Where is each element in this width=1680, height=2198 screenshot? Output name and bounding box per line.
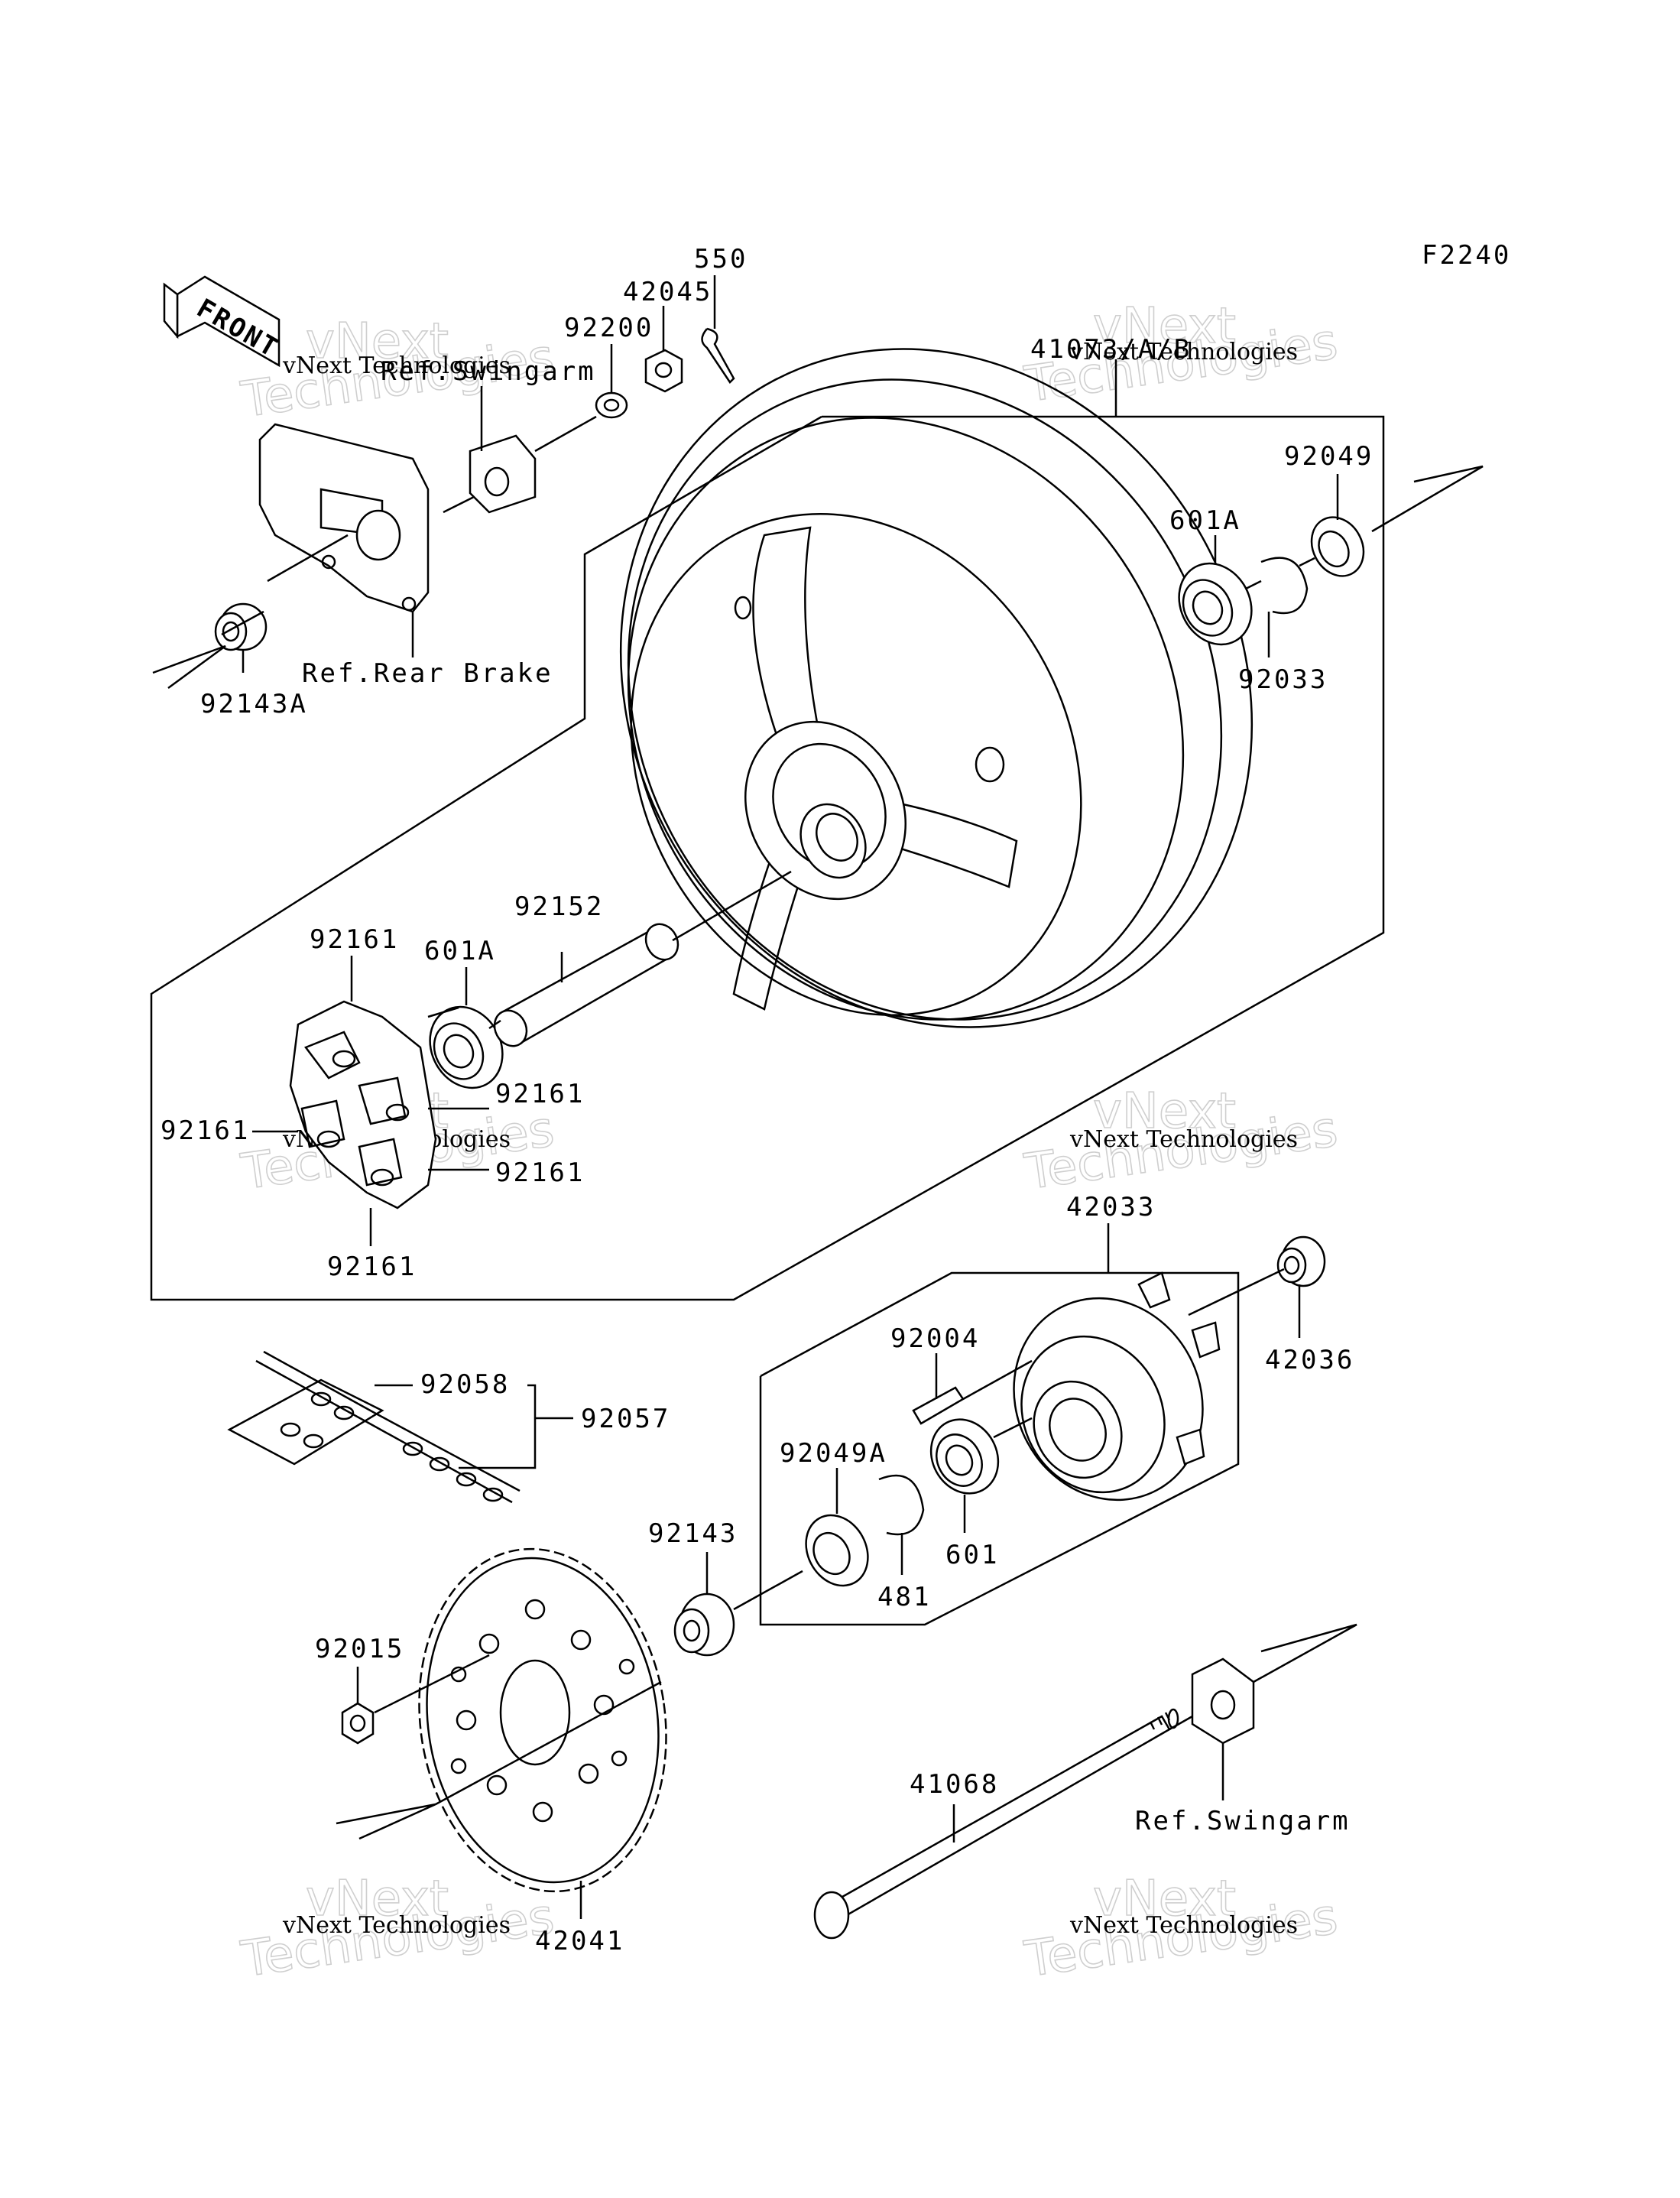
collar-92143 xyxy=(673,1592,735,1657)
label-601A-left: 601A xyxy=(424,936,496,966)
caliper-bracket xyxy=(258,423,430,613)
bearing-601 xyxy=(929,1418,1000,1495)
nut-42045 xyxy=(644,349,683,393)
svg-text:vNext: vNext xyxy=(1093,1871,1236,1927)
axle-41068 xyxy=(813,1708,1179,1940)
label-42033: 42033 xyxy=(1066,1192,1156,1222)
leader-lines xyxy=(152,275,1484,1919)
label-92033: 92033 xyxy=(1238,664,1328,695)
label-92161-left: 92161 xyxy=(161,1115,250,1146)
label-42036: 42036 xyxy=(1265,1345,1354,1375)
label-41068: 41068 xyxy=(910,1769,999,1800)
svg-text:vNext Technologies: vNext Technologies xyxy=(282,1912,511,1939)
collar-92143A xyxy=(214,602,268,651)
label-601A-right: 601A xyxy=(1169,505,1241,536)
svg-text:vNext: vNext xyxy=(1093,1083,1236,1140)
label-ref-swingarm-bottom: Ref.Swingarm xyxy=(1135,1806,1351,1836)
label-92057: 92057 xyxy=(581,1404,670,1434)
stud-92004 xyxy=(912,1386,965,1425)
label-92161-right2: 92161 xyxy=(495,1157,585,1188)
bushing-42036 xyxy=(1276,1235,1326,1287)
swingarm-block-bottom xyxy=(1191,1657,1255,1745)
watermark-mid-right: vNext Technologies vNext Technologies xyxy=(1020,1083,1341,1202)
part-labels: 550 42045 92200 Ref.Swingarm 41073/A/B 9… xyxy=(161,244,1374,1956)
label-ref-rear-brake: Ref.Rear Brake xyxy=(302,658,553,689)
label-ref-swingarm-top: Ref.Swingarm xyxy=(381,356,596,387)
circlip-481 xyxy=(878,1474,925,1536)
label-92015: 92015 xyxy=(315,1634,404,1664)
drive-chain-92057 xyxy=(227,1350,521,1504)
sprocket-coupling-42033 xyxy=(1013,1271,1221,1502)
swingarm-block-top xyxy=(469,434,537,514)
watermark-bottom-right: vNext Technologies vNext Technologies xyxy=(1020,1870,1341,1989)
svg-text:vNext Technologies: vNext Technologies xyxy=(1069,339,1298,365)
svg-text:vNext: vNext xyxy=(306,313,449,370)
watermark-bottom-left: vNext Technologies vNext Technologies xyxy=(237,1870,558,1989)
rear-sprocket-42041 xyxy=(418,1547,667,1893)
label-92200: 92200 xyxy=(564,313,654,343)
rear-wheel xyxy=(619,348,1254,1028)
svg-text:vNext: vNext xyxy=(1093,298,1236,355)
cotter-pin-550 xyxy=(701,327,735,384)
nut-92015 xyxy=(341,1702,375,1745)
label-42045: 42045 xyxy=(623,277,712,307)
label-42041: 42041 xyxy=(535,1926,624,1956)
label-92152: 92152 xyxy=(514,891,604,922)
svg-text:vNext Technologies: vNext Technologies xyxy=(1069,1126,1298,1153)
wheel-assembly-box xyxy=(150,415,1385,1301)
svg-text:vNext Technologies: vNext Technologies xyxy=(1069,1912,1298,1939)
label-92058: 92058 xyxy=(420,1369,510,1400)
svg-text:vNext: vNext xyxy=(306,1871,449,1927)
bearing-601A-left xyxy=(429,1005,504,1089)
label-92161-right1: 92161 xyxy=(495,1079,585,1109)
label-601: 601 xyxy=(945,1540,999,1570)
hub-damper-set xyxy=(289,1000,437,1209)
washer-92200 xyxy=(595,391,628,419)
label-41073: 41073/A/B xyxy=(1030,334,1192,365)
svg-text:vNext Technologies: vNext Technologies xyxy=(282,352,511,379)
label-92161-top: 92161 xyxy=(310,924,399,955)
figure-code: F2240 xyxy=(1422,240,1511,271)
seal-92049A xyxy=(805,1514,869,1587)
label-481: 481 xyxy=(877,1582,931,1612)
label-92049A: 92049A xyxy=(780,1438,887,1469)
label-92143A: 92143A xyxy=(200,689,308,719)
circlip-92033 xyxy=(1260,557,1309,615)
front-arrow-icon: FRONT xyxy=(163,275,284,368)
bearing-601A-right xyxy=(1178,562,1253,646)
label-92143: 92143 xyxy=(648,1518,738,1549)
coupling-assembly-box xyxy=(759,1271,1240,1626)
label-92161-bottom: 92161 xyxy=(327,1252,417,1282)
label-92004: 92004 xyxy=(890,1323,980,1354)
seal-92049 xyxy=(1310,516,1365,577)
sleeve-92152 xyxy=(493,923,679,1047)
label-550: 550 xyxy=(694,244,748,274)
label-92049: 92049 xyxy=(1284,441,1374,472)
